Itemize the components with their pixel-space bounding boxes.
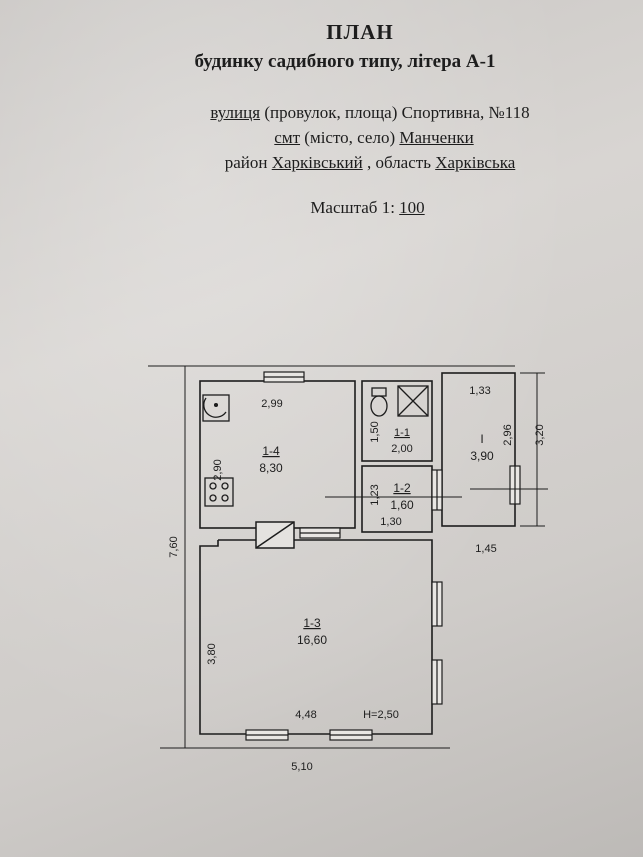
document-title: ПЛАН: [326, 20, 394, 44]
settlement-label: смт: [274, 128, 301, 147]
shower-icon: [397, 385, 429, 417]
windows: [245, 371, 521, 741]
dim-1-23: 1,23: [369, 484, 381, 505]
district-prefix: район: [224, 153, 272, 172]
dim-3-20: 3,20: [534, 424, 546, 445]
street-label: вулиця: [210, 103, 261, 122]
dimension-lines: [325, 372, 548, 527]
dim-7-60: 7,60: [168, 536, 180, 557]
dim-1-30: 1,30: [380, 516, 401, 528]
street-value: Спортивна, №118: [401, 103, 530, 122]
room-1-1-outline: [361, 380, 433, 462]
settlement-value: Манченки: [399, 128, 474, 147]
dim-3-80: 3,80: [206, 643, 218, 664]
chimney: [255, 521, 295, 549]
district-line: район Харківський , область Харківська: [0, 150, 643, 175]
region-value: Харківська: [435, 153, 516, 172]
room-1-1-id: 1-1: [394, 427, 410, 439]
scale-value: 100: [399, 198, 425, 217]
document-subtitle: будинку садибного типу, літера А-1: [194, 51, 496, 72]
settlement-note: (місто, село): [300, 128, 400, 147]
fixtures: [202, 385, 429, 507]
dim-1-33: 1,33: [469, 385, 490, 397]
document-header: ПЛАН будинку садибного типу, літера А-1: [0, 20, 643, 73]
settlement-line: смт (місто, село) Манченки: [8, 125, 643, 150]
room-1-4-area: 8,30: [259, 461, 283, 475]
stove-icon: [204, 477, 234, 507]
street-note: (провулок, площа): [260, 103, 402, 122]
dim-2-90: 2,90: [212, 459, 224, 480]
dim-5-10: 5,10: [291, 761, 312, 773]
dim-1-50: 1,50: [369, 421, 381, 442]
district-value: Харківський: [271, 153, 363, 172]
dim-2-99: 2,99: [261, 398, 282, 410]
address-block: вулиця (провулок, площа) Спортивна, №118…: [0, 100, 643, 175]
walls: [148, 365, 516, 749]
dim-height: Н=2,50: [363, 709, 399, 721]
room-I-area: 3,90: [470, 449, 494, 463]
room-1-3-outline: [199, 539, 433, 735]
street-line: вулиця (провулок, площа) Спортивна, №118: [0, 100, 643, 125]
room-labels: 1-4 8,30 1-1 2,00 1-2 1,60 1-3 16,60 I 3…: [259, 427, 494, 647]
room-1-1-area: 2,00: [391, 443, 412, 455]
dim-4-48: 4,48: [295, 709, 316, 721]
room-1-2-id: 1-2: [393, 481, 411, 495]
toilet-icon: [371, 387, 387, 397]
scale-label: Масштаб 1:: [310, 198, 400, 217]
room-I-outline: [441, 372, 516, 527]
scale-line: Масштаб 1: 100: [0, 198, 643, 218]
dim-2-96: 2,96: [502, 424, 514, 445]
room-1-3-id: 1-3: [303, 616, 321, 630]
room-1-2-area: 1,60: [390, 498, 414, 512]
sink-icon: [202, 394, 230, 422]
room-1-4-id: 1-4: [262, 444, 280, 458]
dim-1-45: 1,45: [475, 543, 496, 555]
room-1-3-area: 16,60: [297, 633, 327, 647]
room-I-id: I: [480, 432, 483, 446]
region-prefix: , область: [362, 153, 436, 172]
dimension-labels: 2,99 2,90 1,50 1,23 1,30 1,33 2,96 3,20 …: [168, 385, 546, 773]
